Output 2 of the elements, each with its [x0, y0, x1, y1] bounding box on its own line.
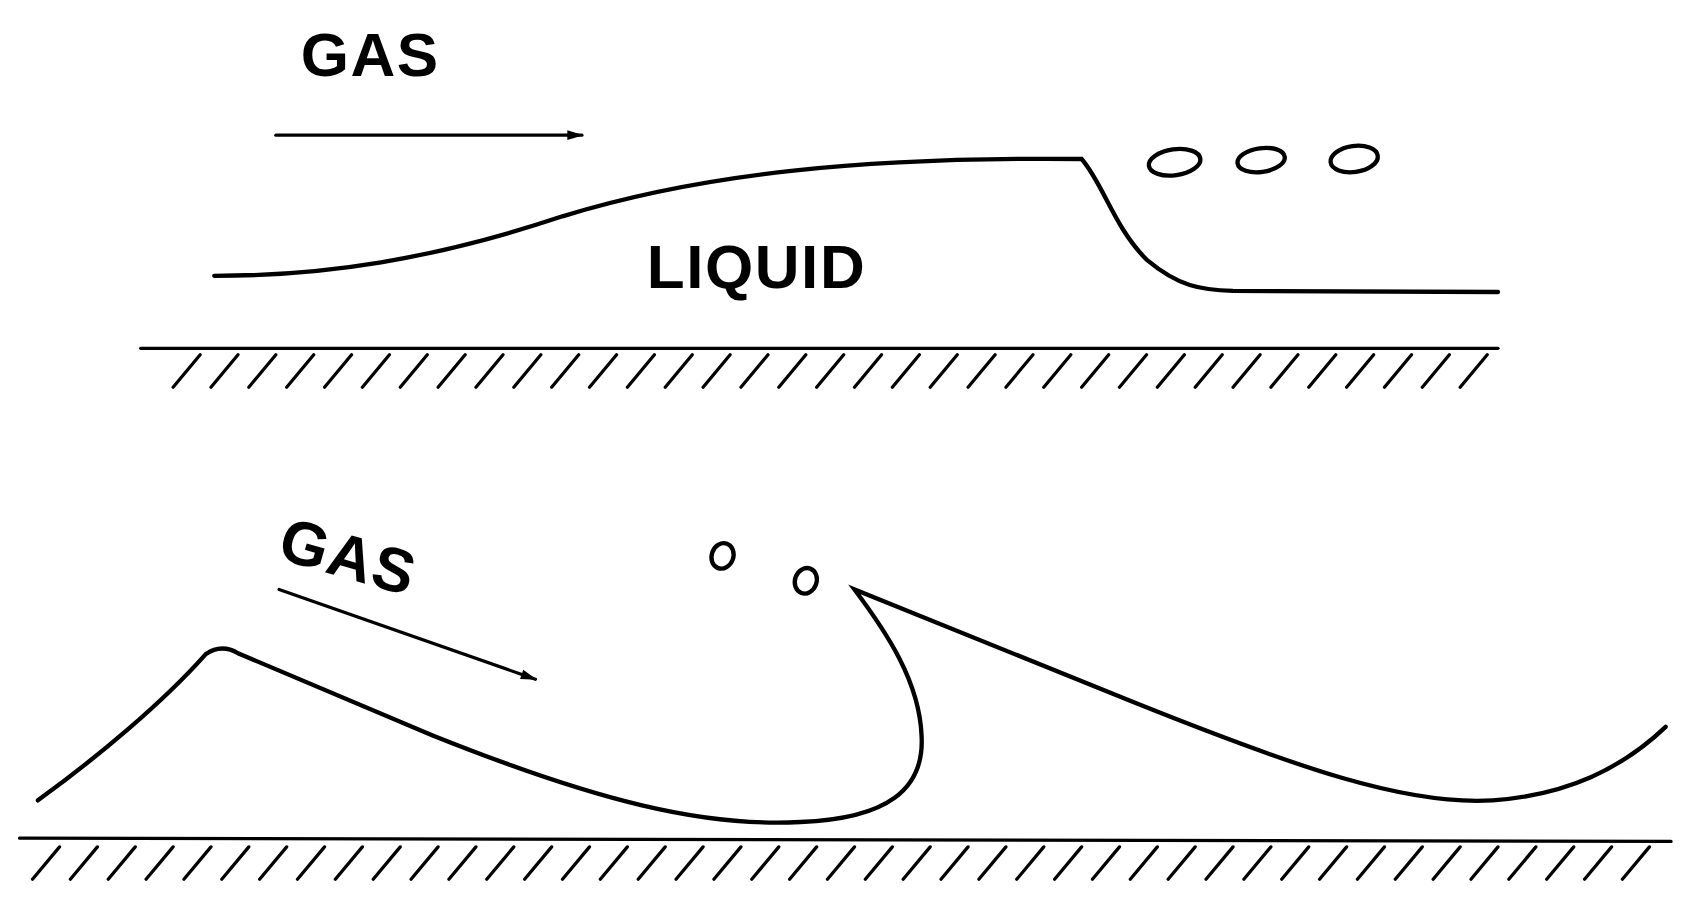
- flow-label: GAS: [300, 23, 440, 86]
- flow-label: GAS: [272, 508, 424, 607]
